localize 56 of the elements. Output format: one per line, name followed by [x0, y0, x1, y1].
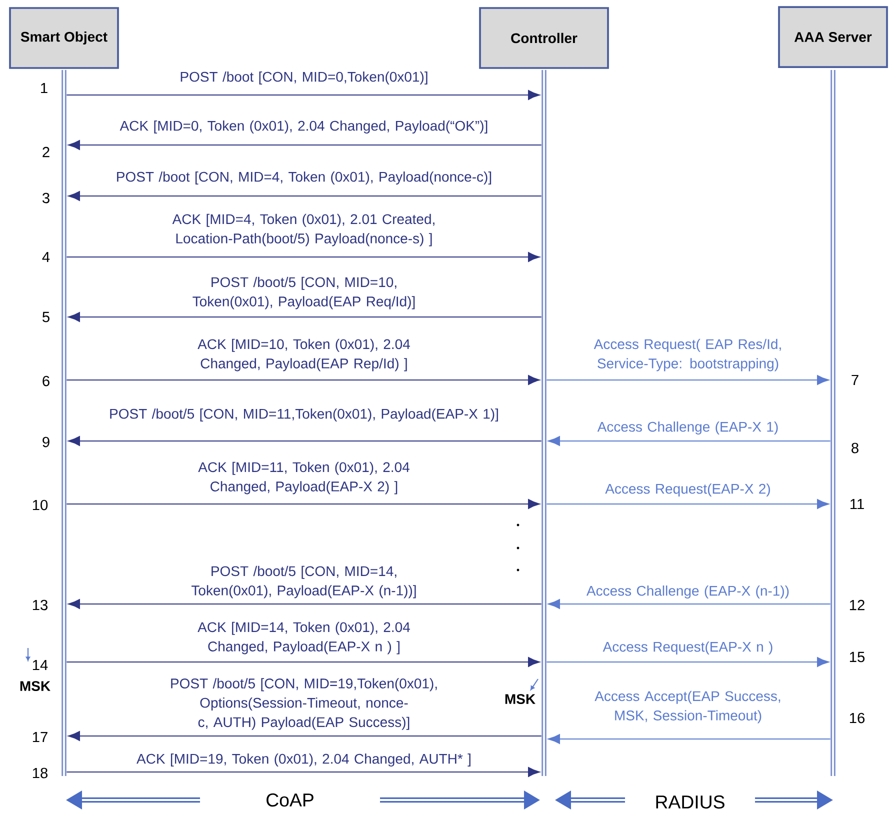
message-label: POST /boot [CON, MID=0,Token(0x01)]: [180, 71, 428, 85]
message-arrow: [66, 499, 540, 509]
message-label: ACK [MID=10, Token (0x01), 2.04 Changed, Payload(EAP Rep/Id) ]: [198, 338, 410, 372]
message-label: Access Challenge (EAP-X (n-1)): [586, 585, 789, 599]
message-label: POST /boot/5 [CON, MID=11,Token(0x01), Payload(EAP-X 1)]: [110, 408, 498, 422]
step-number: 15: [850, 652, 865, 662]
message-label: POST /boot/5 [CON, MID=14, Token(0x01), Payload(EAP-X (n-1))]: [192, 566, 416, 598]
lifeline: [62, 70, 66, 776]
message-label: Access Accept(EAP Success, MSK, Session-Timeout): [594, 690, 780, 724]
message-arrow: [68, 312, 542, 322]
message-label: Access Request( EAP Res/Id, Service-Type: bootstrapping): [594, 338, 781, 372]
message-arrow: [66, 90, 540, 100]
step-number: 7: [852, 374, 858, 386]
message-arrow: [548, 734, 831, 744]
step-number: 14: [32, 660, 48, 670]
message-arrow: [68, 599, 542, 609]
step-number: 18: [32, 768, 48, 778]
message-arrow: [546, 375, 829, 385]
message-arrow: [68, 140, 542, 150]
step-number: 13: [32, 600, 48, 610]
message-arrow: [548, 436, 831, 446]
lifeline: [830, 70, 836, 776]
message-label: ACK [MID=19, Token (0x01), 2.04 Changed, AUTH* ]: [136, 753, 470, 767]
step-number: 12: [850, 600, 864, 610]
step-number: 8: [852, 442, 858, 454]
lifeline: [542, 70, 546, 776]
message-label: ACK [MID=4, Token (0x01), 2.01 Created, Location-Path(boot/5) Payload(nonce-s) ]: [172, 214, 434, 246]
message-arrow: [68, 731, 542, 741]
step-number: 16: [850, 712, 865, 724]
message-label: Access Challenge (EAP-X 1): [597, 421, 778, 435]
message-label: ACK [MID=11, Token (0x01), 2.04 Changed, Payload(EAP-X 2) ]: [198, 462, 410, 494]
message-arrow: [66, 657, 540, 667]
message-arrow: [546, 657, 829, 667]
step-number: 10: [32, 500, 48, 510]
message-arrow: [68, 436, 542, 446]
message-label: Access Request(EAP-X n ): [602, 641, 772, 655]
protocol-label: CoAP: [266, 793, 314, 807]
message-arrow: [546, 499, 829, 509]
step-number: 1: [41, 82, 48, 94]
message-label: POST /boot [CON, MID=4, Token (0x01), Payload(nonce-c)]: [117, 171, 492, 185]
message-label: POST /boot/5 [CON, MID=10, Token(0x01), Payload(EAP Req/Id)]: [192, 276, 415, 310]
actor-box: AAA Server: [778, 6, 888, 68]
step-number: 11: [850, 498, 864, 510]
message-label: POST /boot/5 [CON, MID=19,Token(0x01), Options(Session-Timeout, nonce-c, AUTH) Payload(EAP Success)]: [171, 678, 437, 730]
actor-box: Controller: [479, 7, 609, 69]
message-arrow: [66, 767, 540, 777]
actor-box: Smart Object: [9, 7, 119, 69]
message-arrow: [66, 252, 540, 262]
message-label: ACK [MID=0, Token (0x01), 2.04 Changed, Payload(“OK”)]: [120, 120, 488, 134]
protocol-label: RADIUS: [656, 795, 724, 809]
message-label: Access Request(EAP-X 2): [605, 483, 770, 497]
message-label: ACK [MID=14, Token (0x01), 2.04 Changed, Payload(EAP-X n ) ]: [198, 622, 410, 654]
message-arrow: [68, 191, 542, 201]
message-arrow: [66, 375, 540, 385]
message-arrow: [548, 599, 831, 609]
step-number: 17: [32, 732, 48, 742]
